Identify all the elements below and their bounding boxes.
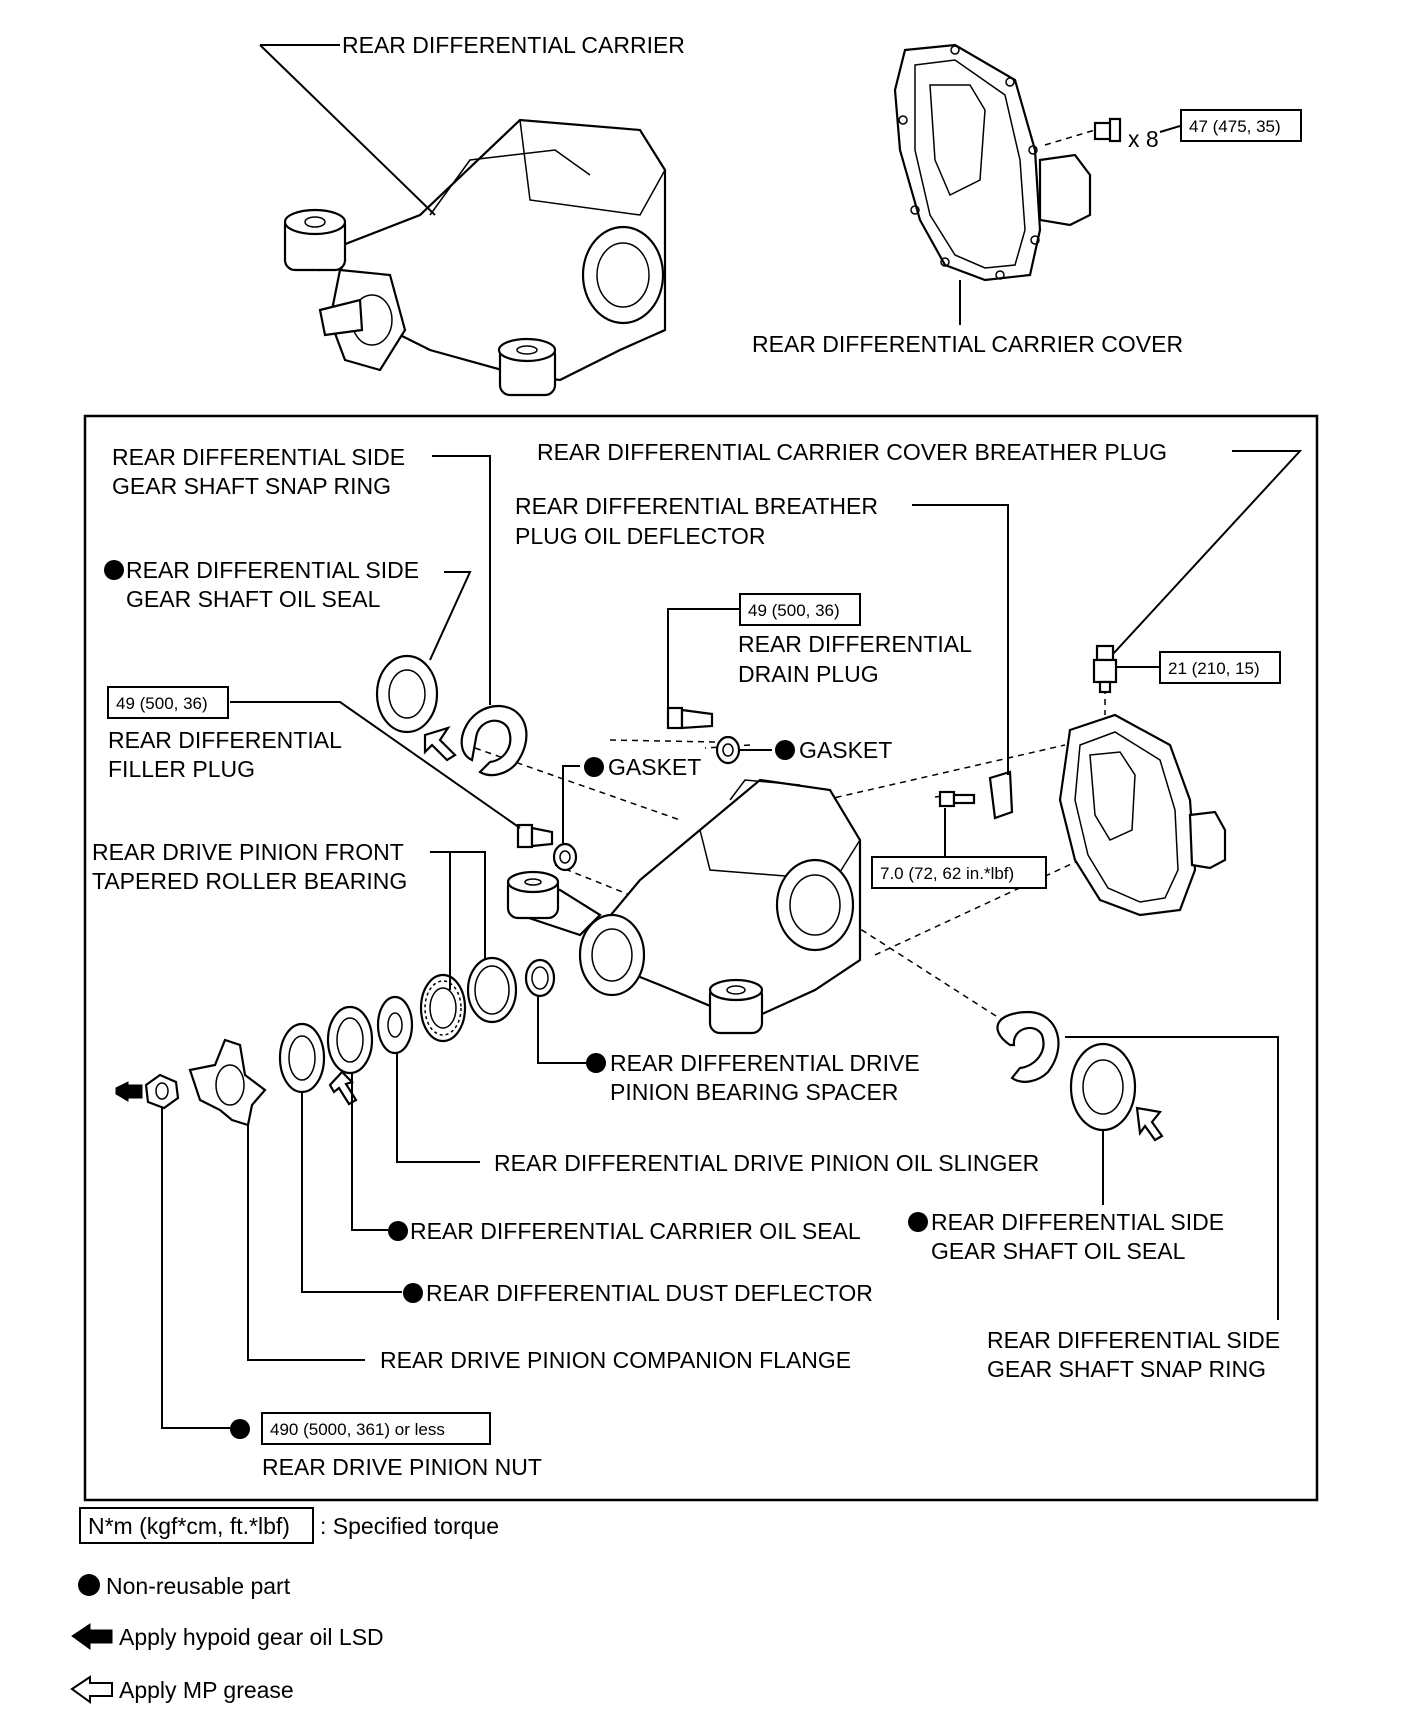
cover-label: REAR DIFFERENTIAL CARRIER COVER <box>752 331 1183 357</box>
bearing-spacer-leader <box>537 996 587 1064</box>
companion-flange-leader <box>247 1125 365 1361</box>
legend-nonreusable-icon <box>78 1574 100 1596</box>
pinion-nut-nonreusable-icon <box>230 1419 250 1439</box>
legend-mp-grease-text: Apply MP grease <box>119 1677 294 1703</box>
oil-seal-left-icon <box>375 654 439 734</box>
deflector-bolt-torque-box <box>871 856 1047 889</box>
pinion-nut-torque-box <box>261 1412 491 1445</box>
companion-flange-label: REAR DRIVE PINION COMPANION FLANGE <box>380 1347 851 1373</box>
drain-plug-leader <box>667 608 740 710</box>
companion-flange-icon <box>188 1038 267 1127</box>
breather-plug-label: REAR DIFFERENTIAL CARRIER COVER BREATHER… <box>537 439 1167 465</box>
dust-deflector-nonreusable-icon <box>403 1283 423 1303</box>
snap-ring-left-leader <box>432 455 491 705</box>
snap-ring-left-icon <box>460 704 528 777</box>
dust-deflector-label: REAR DIFFERENTIAL DUST DEFLECTOR <box>426 1280 873 1306</box>
cover-illustration-top <box>893 43 1092 282</box>
breather-deflector-icon <box>938 770 1014 820</box>
carrier-oil-seal-grease-icon <box>328 1070 358 1106</box>
gasket-upper-label: GASKET <box>799 737 892 763</box>
oil-slinger-leader <box>396 1053 480 1163</box>
breather-deflector-leader <box>912 504 1009 775</box>
gasket-lower-icon <box>552 842 578 872</box>
oil-seal-left-grease-icon <box>423 726 457 762</box>
front-bearing-label: REAR DRIVE PINION FRONT TAPERED ROLLER B… <box>92 839 408 894</box>
breather-plug-icon <box>1092 644 1118 694</box>
legend-mp-grease-icon <box>70 1675 113 1704</box>
carrier-illustration-exploded <box>506 778 862 1035</box>
dust-deflector-leader <box>301 1092 402 1293</box>
filler-plug-torque: 49 (500, 36) <box>116 694 208 713</box>
gasket-lower-label: GASKET <box>608 754 701 780</box>
legend-hypoid-text: Apply hypoid gear oil LSD <box>119 1624 384 1650</box>
drain-plug-label: REAR DIFFERENTIAL DRAIN PLUG <box>738 631 976 687</box>
snap-ring-right-icon <box>996 1010 1060 1083</box>
cover-bolt-torque-box <box>1180 109 1302 142</box>
cover-bolt-torque: 47 (475, 35) <box>1189 117 1281 136</box>
carrier-oil-seal-nonreusable-icon <box>388 1221 408 1241</box>
gasket-lower-leader <box>562 765 580 843</box>
legend-torque-box <box>79 1507 314 1544</box>
breather-plug-leader <box>1112 450 1303 655</box>
pinion-nut-hypoid-icon <box>115 1081 143 1102</box>
oil-slinger-icon <box>376 995 414 1055</box>
front-bearing-race-icon <box>466 956 518 1024</box>
oil-seal-right-nonreusable-icon <box>908 1212 928 1232</box>
filler-plug-icon <box>516 823 554 849</box>
carrier-label: REAR DIFFERENTIAL CARRIER <box>342 32 685 58</box>
bearing-spacer-label: REAR DIFFERENTIAL DRIVE PINION BEARING S… <box>610 1050 924 1105</box>
oil-slinger-label: REAR DIFFERENTIAL DRIVE PINION OIL SLING… <box>494 1150 1039 1176</box>
cover-bolt-dash <box>1044 129 1096 146</box>
oil-seal-right-grease-icon <box>1135 1106 1164 1142</box>
breather-deflector-label: REAR DIFFERENTIAL BREATHER PLUG OIL DEFL… <box>515 493 882 549</box>
cover-bolt-qty: x 8 <box>1128 126 1159 152</box>
dust-deflector-icon <box>278 1022 326 1094</box>
oil-seal-right-icon <box>1069 1042 1137 1132</box>
filler-plug-label: REAR DIFFERENTIAL FILLER PLUG <box>108 727 346 782</box>
carrier-oil-seal-label: REAR DIFFERENTIAL CARRIER OIL SEAL <box>410 1218 861 1244</box>
filler-plug-torque-box <box>107 686 229 719</box>
snap-ring-left-label: REAR DIFFERENTIAL SIDE GEAR SHAFT SNAP R… <box>112 444 409 499</box>
oil-seal-left-leader <box>429 571 472 661</box>
cover-bolt-icon <box>1093 117 1122 143</box>
legend-torque-box-text: N*m (kgf*cm, ft.*lbf) <box>88 1513 290 1539</box>
filler-plug-leader <box>230 701 521 829</box>
carrier-oil-seal-icon <box>326 1005 374 1075</box>
bearing-spacer-icon <box>524 958 556 998</box>
gasket-upper-nonreusable-icon <box>775 740 795 760</box>
exploded-view-frame <box>83 414 1319 1502</box>
oil-seal-left-label: REAR DIFFERENTIAL SIDE GEAR SHAFT OIL SE… <box>126 557 423 612</box>
breather-plug-torque: 21 (210, 15) <box>1168 659 1260 678</box>
snap-ring-right-label: REAR DIFFERENTIAL SIDE GEAR SHAFT SNAP R… <box>987 1327 1284 1382</box>
legend-nonreusable-text: Non-reusable part <box>106 1573 291 1599</box>
pinion-nut-torque: 490 (5000, 361) or less <box>270 1420 445 1439</box>
breather-plug-torque-box <box>1159 651 1281 684</box>
legend: N*m (kgf*cm, ft.*lbf) : Specified torque… <box>70 1507 499 1704</box>
pinion-nut-icon <box>144 1073 180 1110</box>
front-bearing-leader <box>430 851 451 990</box>
legend-hypoid-icon <box>71 1623 113 1650</box>
cover-illustration-exploded <box>1058 713 1227 917</box>
carrier-illustration-top <box>283 118 667 397</box>
drain-plug-icon <box>666 706 714 730</box>
gasket-lower-nonreusable-icon <box>584 757 604 777</box>
gasket-upper-icon <box>715 735 741 765</box>
pinion-nut-label: REAR DRIVE PINION NUT <box>262 1454 542 1480</box>
deflector-bolt-torque: 7.0 (72, 62 in.*lbf) <box>880 864 1014 883</box>
bearing-spacer-nonreusable-icon <box>586 1053 606 1073</box>
carrier-oil-seal-leader <box>351 1073 388 1231</box>
legend-torque-text: : Specified torque <box>320 1513 499 1539</box>
drain-plug-torque: 49 (500, 36) <box>748 601 840 620</box>
front-bearing-icon <box>419 973 467 1043</box>
oil-seal-right-label: REAR DIFFERENTIAL SIDE GEAR SHAFT OIL SE… <box>931 1209 1228 1264</box>
snap-ring-right-leader <box>1065 1036 1279 1320</box>
drain-plug-torque-box <box>739 593 861 626</box>
pinion-nut-leader <box>161 1108 230 1429</box>
oil-seal-left-nonreusable-icon <box>104 560 124 580</box>
